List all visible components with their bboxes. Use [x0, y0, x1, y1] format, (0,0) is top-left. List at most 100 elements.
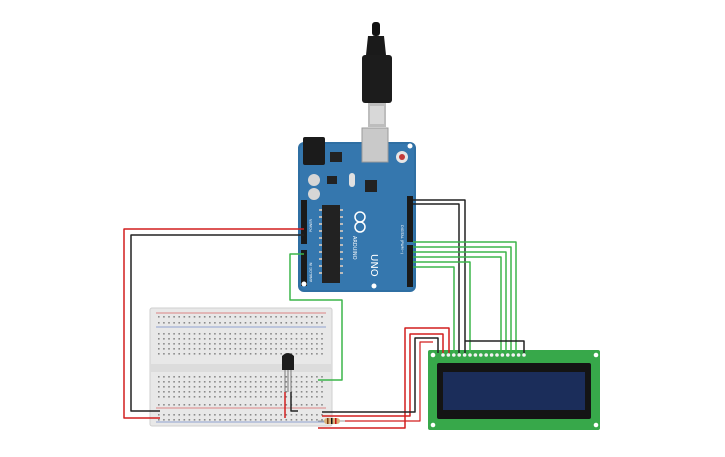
breadboard-hole — [209, 381, 211, 383]
breadboard-hole — [193, 419, 196, 421]
breadboard-hole — [305, 322, 308, 324]
breadboard-hole — [311, 343, 313, 345]
usb-cable[interactable] — [362, 22, 392, 127]
breadboard-hole — [183, 353, 186, 355]
lcd-pin[interactable] — [495, 353, 499, 357]
breadboard-hole — [295, 376, 298, 378]
breadboard-hole — [290, 353, 293, 355]
breadboard-hole — [229, 322, 231, 324]
breadboard-hole — [265, 391, 267, 393]
breadboard-hole — [290, 419, 293, 421]
lcd-pin[interactable] — [457, 353, 462, 357]
breadboard-hole — [193, 353, 196, 355]
breadboard-hole — [193, 376, 196, 378]
breadboard-hole — [214, 414, 216, 416]
breadboard-hole — [300, 348, 303, 350]
temperature-sensor[interactable] — [282, 353, 294, 392]
lcd-pin[interactable] — [511, 353, 515, 357]
breadboard-hole — [305, 396, 308, 398]
breadboard-hole — [295, 348, 298, 350]
lcd-pin[interactable] — [506, 353, 510, 357]
breadboard-hole — [193, 386, 196, 388]
lcd-16x2[interactable] — [428, 350, 600, 430]
breadboard-hole — [158, 333, 160, 335]
lcd-pin[interactable] — [462, 353, 467, 357]
breadboard-hole — [300, 386, 303, 388]
power-label: POWER — [309, 218, 313, 232]
breadboard-hole — [173, 348, 175, 350]
breadboard-hole — [316, 391, 318, 393]
microcontroller-chip — [322, 205, 340, 283]
breadboard-hole — [193, 316, 196, 318]
breadboard-hole — [265, 381, 267, 383]
breadboard-hole — [203, 322, 206, 324]
breadboard-hole — [316, 338, 318, 340]
lcd-pin[interactable] — [441, 353, 445, 357]
lcd-pin[interactable] — [516, 353, 521, 357]
breadboard-hole — [311, 316, 313, 318]
lcd-pin[interactable] — [446, 353, 451, 357]
breadboard-hole — [219, 348, 221, 350]
breadboard-hole — [203, 414, 206, 416]
breadboard-hole — [163, 376, 165, 378]
breadboard-hole — [244, 414, 247, 416]
breadboard-hole — [270, 322, 272, 324]
resistor[interactable] — [318, 418, 345, 424]
lcd-pin[interactable] — [500, 353, 505, 357]
breadboard-hole — [316, 414, 318, 416]
breadboard-hole — [198, 386, 201, 388]
breadboard-hole — [260, 353, 262, 355]
breadboard-hole — [168, 353, 170, 355]
breadboard-hole — [270, 316, 272, 318]
breadboard-hole — [178, 348, 180, 350]
lcd-pin[interactable] — [473, 353, 478, 357]
breadboard-hole — [163, 353, 165, 355]
breadboard-hole — [188, 316, 191, 318]
breadboard-hole — [188, 376, 191, 378]
breadboard-hole — [229, 381, 231, 383]
arduino-uno-board[interactable]: ARDUINO UNO POWER DIGITAL (PWM~) ANALOG … — [298, 127, 416, 292]
breadboard-hole — [168, 391, 170, 393]
breadboard-hole — [198, 391, 201, 393]
breadboard-hole — [188, 386, 191, 388]
breadboard-hole — [229, 386, 231, 388]
breadboard-hole — [178, 391, 180, 393]
breadboard-hole — [270, 333, 272, 335]
breadboard-hole — [260, 376, 262, 378]
breadboard-hole — [203, 381, 206, 383]
lcd-pin[interactable] — [489, 353, 494, 357]
breadboard-hole — [229, 333, 231, 335]
breadboard-hole — [316, 322, 318, 324]
breadboard-hole — [321, 322, 323, 324]
breadboard-hole — [234, 386, 237, 388]
lcd-pin[interactable] — [479, 353, 483, 357]
lcd-pin[interactable] — [468, 353, 472, 357]
breadboard-hole — [229, 343, 231, 345]
breadboard-hole — [224, 333, 226, 335]
breadboard-hole — [270, 391, 272, 393]
breadboard-hole — [229, 316, 231, 318]
breadboard-hole — [239, 391, 242, 393]
breadboard-hole — [285, 391, 288, 393]
breadboard-hole — [295, 316, 298, 318]
breadboard-hole — [270, 386, 272, 388]
breadboard-hole — [285, 376, 288, 378]
lcd-pin[interactable] — [452, 353, 456, 357]
lcd-pin[interactable] — [522, 353, 526, 357]
breadboard-hole — [188, 348, 191, 350]
breadboard[interactable] — [149, 307, 333, 427]
breadboard-hole — [214, 404, 216, 406]
breadboard-hole — [229, 376, 231, 378]
breadboard-hole — [209, 396, 211, 398]
breadboard-hole — [275, 396, 277, 398]
breadboard-hole — [321, 396, 323, 398]
breadboard-hole — [295, 381, 298, 383]
breadboard-hole — [290, 338, 293, 340]
lcd-pin[interactable] — [484, 353, 489, 357]
breadboard-hole — [219, 343, 221, 345]
breadboard-hole — [321, 316, 323, 318]
breadboard-hole — [244, 316, 247, 318]
breadboard-hole — [244, 419, 247, 421]
breadboard-hole — [224, 381, 226, 383]
breadboard-hole — [260, 333, 262, 335]
